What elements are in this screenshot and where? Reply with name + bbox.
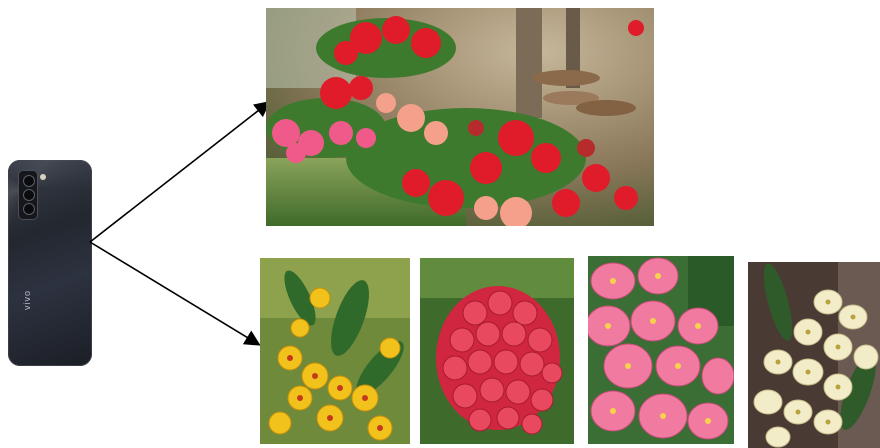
yellow-flower-photo bbox=[260, 258, 410, 444]
camera-lens-icon bbox=[23, 175, 35, 187]
garden-photo bbox=[266, 8, 654, 226]
flash-icon bbox=[40, 174, 46, 180]
arrow-to-flowers bbox=[90, 242, 258, 344]
phone-brand-logo: vivo bbox=[22, 290, 32, 310]
pink-flower-photo bbox=[588, 256, 734, 444]
camera-module bbox=[18, 170, 38, 220]
camera-lens-icon bbox=[23, 189, 35, 201]
red-flower-photo bbox=[420, 258, 574, 444]
cream-flower-photo bbox=[748, 262, 880, 448]
smartphone: vivo bbox=[8, 160, 92, 366]
arrow-to-garden bbox=[90, 103, 268, 242]
camera-lens-icon bbox=[23, 203, 35, 215]
